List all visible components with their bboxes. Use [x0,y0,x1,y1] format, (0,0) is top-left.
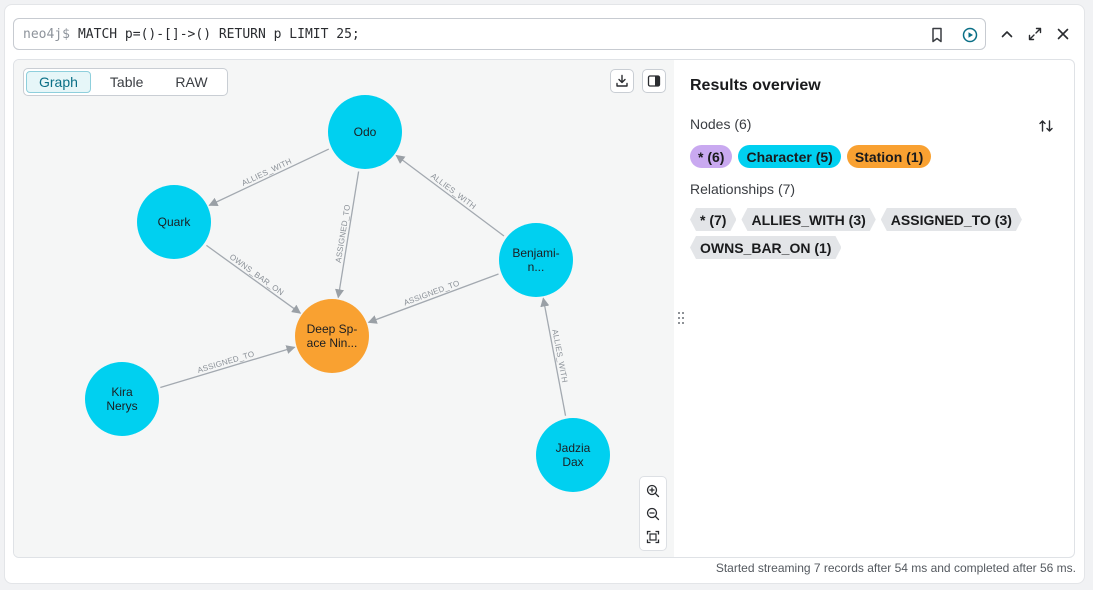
download-button[interactable] [610,69,634,93]
zoom-in-icon[interactable] [642,480,664,502]
fit-to-screen-icon[interactable] [642,526,664,548]
node-caption: Kira [111,385,133,399]
status-message: Started streaming 7 records after 54 ms … [715,561,1076,575]
node-circle[interactable] [295,299,369,373]
rel-chip-all[interactable]: * (7) [690,208,736,231]
toggle-panel-button[interactable] [642,69,666,93]
node-caption: Odo [354,125,377,139]
node-caption: ace Nin... [307,336,358,350]
graph-canvas[interactable]: ALLIES_WITH ASSIGNED_TO ALLIES_WITH OWNS_BA… [14,60,674,557]
relationship-allies-with[interactable] [540,297,567,416]
bookmark-icon[interactable] [927,25,947,45]
node-circle[interactable] [499,223,573,297]
zoom-controls [639,476,667,551]
node-chip-station[interactable]: Station (1) [846,145,932,168]
view-switcher: Graph Table RAW [23,68,228,96]
relationship-label: ALLIES_WITH [240,157,293,188]
relationship-label: ASSIGNED_TO [334,204,352,264]
relationship-type-chips: * (7) ALLIES_WITH (3) ASSIGNED_TO (3) OW… [690,208,1050,259]
rel-chip-assigned-to[interactable]: ASSIGNED_TO (3) [881,208,1022,231]
relationships-heading: Relationships (7) [690,181,796,197]
query-text[interactable]: MATCH p=()-[]->() RETURN p LIMIT 25; [77,26,360,42]
node-caption: Quark [158,215,192,229]
node-circle[interactable] [137,185,211,259]
fullscreen-icon[interactable] [1023,22,1047,46]
node-caption: Benjami- [512,246,559,260]
tab-graph[interactable]: Graph [26,71,91,93]
tab-table[interactable]: Table [109,74,144,90]
relationship-allies-with[interactable] [395,154,505,237]
node-benjamin[interactable]: Benjami-n... [499,223,573,297]
node-caption: n... [528,260,545,274]
relationship-label: OWNS_BAR_ON [228,252,286,297]
overview-title: Results overview [690,77,821,94]
query-editor[interactable]: neo4j$ MATCH p=()-[]->() RETURN p LIMIT … [13,18,986,50]
node-circle[interactable] [85,362,159,436]
relationship-assigned-to[interactable] [160,345,296,389]
relationship-label: ALLIES_WITH [429,171,478,211]
node-quark[interactable]: Quark [137,185,211,259]
close-icon[interactable] [1051,22,1075,46]
collapse-icon[interactable] [995,22,1019,46]
node-caption: Jadzia [556,441,591,455]
rel-chip-allies-with[interactable]: ALLIES_WITH (3) [741,208,875,231]
download-icon [615,74,629,88]
sort-icon[interactable] [1036,116,1056,136]
nodes-heading: Nodes (6) [690,116,752,132]
results-overview-panel: Results overview Nodes (6) * (6) Charact… [690,60,1074,557]
node-caption: Nerys [106,399,137,413]
relationship-assigned-to[interactable] [367,273,499,324]
node-caption: Deep Sp- [307,322,358,336]
relationship-assigned-to[interactable] [335,171,360,299]
relationship-label: ALLIES_WITH [550,329,569,384]
relationship-allies-with[interactable] [208,148,330,207]
query-prompt: neo4j$ [23,26,70,42]
node-label-chips: * (6) Character (5) Station (1) [690,145,1050,168]
relationship-owns-bar-on[interactable] [206,244,302,314]
rel-chip-owns-bar-on[interactable]: OWNS_BAR_ON (1) [690,236,841,259]
run-icon[interactable] [960,25,980,45]
side-panel-icon [647,74,661,88]
panel-resize-handle[interactable] [677,310,685,326]
node-caption: Dax [562,455,583,469]
relationship-label: ASSIGNED_TO [402,279,460,308]
node-chip-all[interactable]: * (6) [690,145,733,168]
node-chip-character[interactable]: Character (5) [738,145,841,168]
node-circle[interactable] [328,95,402,169]
tab-raw[interactable]: RAW [175,74,208,90]
node-ds9[interactable]: Deep Sp-ace Nin... [295,299,369,373]
node-odo[interactable]: Odo [328,95,402,169]
node-circle[interactable] [536,418,610,492]
zoom-out-icon[interactable] [642,503,664,525]
